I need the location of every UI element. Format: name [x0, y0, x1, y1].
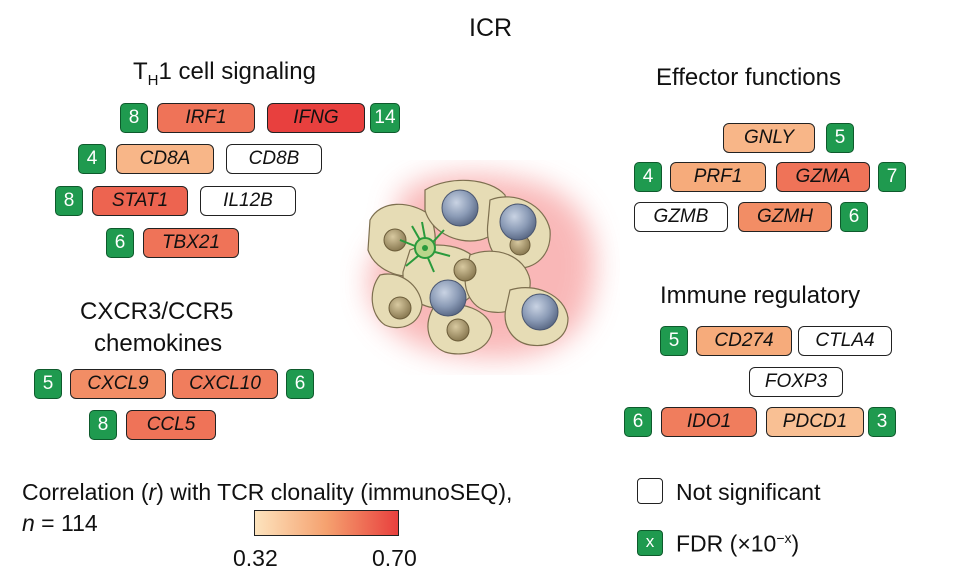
th1-heading-rest: 1 cell signaling: [158, 58, 316, 85]
gene-box: IFNG: [267, 103, 365, 133]
th1-heading-sub: H: [147, 71, 159, 89]
chemokines-heading-line1: CXCR3/CCR5: [80, 298, 234, 325]
chemokines-row-2: 8 CCL5: [89, 410, 219, 440]
gene-box: PRF1: [670, 162, 766, 192]
legend-n-symbol: n: [22, 510, 35, 536]
figure-title: ICR: [469, 14, 513, 42]
gene-box: GZMH: [738, 202, 832, 232]
gene-box: CXCL10: [172, 369, 278, 399]
fdr-badge: 8: [89, 410, 117, 440]
fdr-swatch-mark: x: [645, 532, 655, 551]
colorbar: [254, 510, 399, 536]
effector-row-1: GNLY 5: [723, 123, 858, 153]
effector-row-3: GZMB GZMH 6: [634, 202, 874, 232]
legend-correlation-text: Correlation (r) with TCR clonality (immu…: [22, 479, 512, 506]
th1-row-4: 6 TBX21: [106, 228, 246, 258]
effector-heading: Effector functions: [656, 64, 841, 91]
legend-n-text: n = 114: [22, 510, 98, 537]
fdr-badge: 3: [868, 407, 896, 437]
legend-line1-r: r: [148, 479, 157, 505]
fdr-label-text: FDR (×10: [676, 530, 777, 557]
fdr-badge: 6: [624, 407, 652, 437]
gene-box: CD8B: [226, 144, 322, 174]
immune-heading: Immune regulatory: [660, 282, 861, 309]
gene-box: CCL5: [126, 410, 216, 440]
fdr-badge: 6: [840, 202, 868, 232]
gene-box: PDCD1: [766, 407, 864, 437]
gene-box: STAT1: [92, 186, 188, 216]
fdr-badge: 6: [106, 228, 134, 258]
chemokines-heading-line2: chemokines: [94, 330, 223, 357]
fdr-label-close: ): [791, 530, 800, 557]
gene-box: CD274: [696, 326, 792, 356]
chemokines-row-1: 5 CXCL9 CXCL10 6: [34, 369, 319, 399]
th1-row-2: 4 CD8A CD8B: [78, 144, 328, 174]
fdr-label: FDR (×10−x): [676, 530, 799, 558]
gene-box: GZMB: [634, 202, 728, 232]
gene-box: IDO1: [661, 407, 757, 437]
fdr-badge: 5: [660, 326, 688, 356]
fdr-label-sup: −x: [776, 530, 792, 546]
immune-row-3: 6 IDO1 PDCD1 3: [624, 407, 904, 437]
immune-row-2: FOXP3: [749, 367, 845, 397]
colorbar-max-label: 0.70: [372, 545, 417, 571]
fdr-badge: 6: [286, 369, 314, 399]
gene-box: IL12B: [200, 186, 296, 216]
effector-row-2: 4 PRF1 GZMA 7: [634, 162, 909, 192]
th1-row-3: 8 STAT1 IL12B: [55, 186, 300, 216]
immune-row-1: 5 CD274 CTLA4: [660, 326, 895, 356]
gene-box: IRF1: [157, 103, 255, 133]
not-significant-label: Not significant: [676, 479, 821, 505]
fdr-badge: 8: [120, 103, 148, 133]
fdr-badge: 5: [34, 369, 62, 399]
fdr-badge: 5: [826, 123, 854, 153]
fdr-swatch: x: [637, 530, 663, 556]
th1-row-1: 8 IRF1 IFNG 14: [120, 103, 400, 133]
gene-box: CXCL9: [70, 369, 166, 399]
fdr-badge: 4: [78, 144, 106, 174]
gene-box: GNLY: [723, 123, 815, 153]
gene-box: TBX21: [143, 228, 239, 258]
gene-box: CTLA4: [798, 326, 892, 356]
th1-heading: TH1 cell signaling: [133, 58, 316, 89]
fdr-badge: 7: [878, 162, 906, 192]
tumor-cells-illustration: [367, 174, 596, 358]
fdr-badge: 14: [370, 103, 400, 133]
fdr-badge: 4: [634, 162, 662, 192]
not-significant-swatch: [637, 478, 663, 504]
legend-line1-post: ) with TCR clonality (immunoSEQ),: [156, 479, 513, 505]
fdr-badge: 8: [55, 186, 83, 216]
gene-box: CD8A: [116, 144, 214, 174]
legend-line1-pre: Correlation (: [22, 479, 149, 505]
colorbar-min-label: 0.32: [233, 545, 278, 571]
th1-heading-main: T: [133, 58, 148, 85]
legend-n-value: = 114: [34, 510, 98, 536]
gene-box: GZMA: [776, 162, 870, 192]
gene-box: FOXP3: [749, 367, 843, 397]
